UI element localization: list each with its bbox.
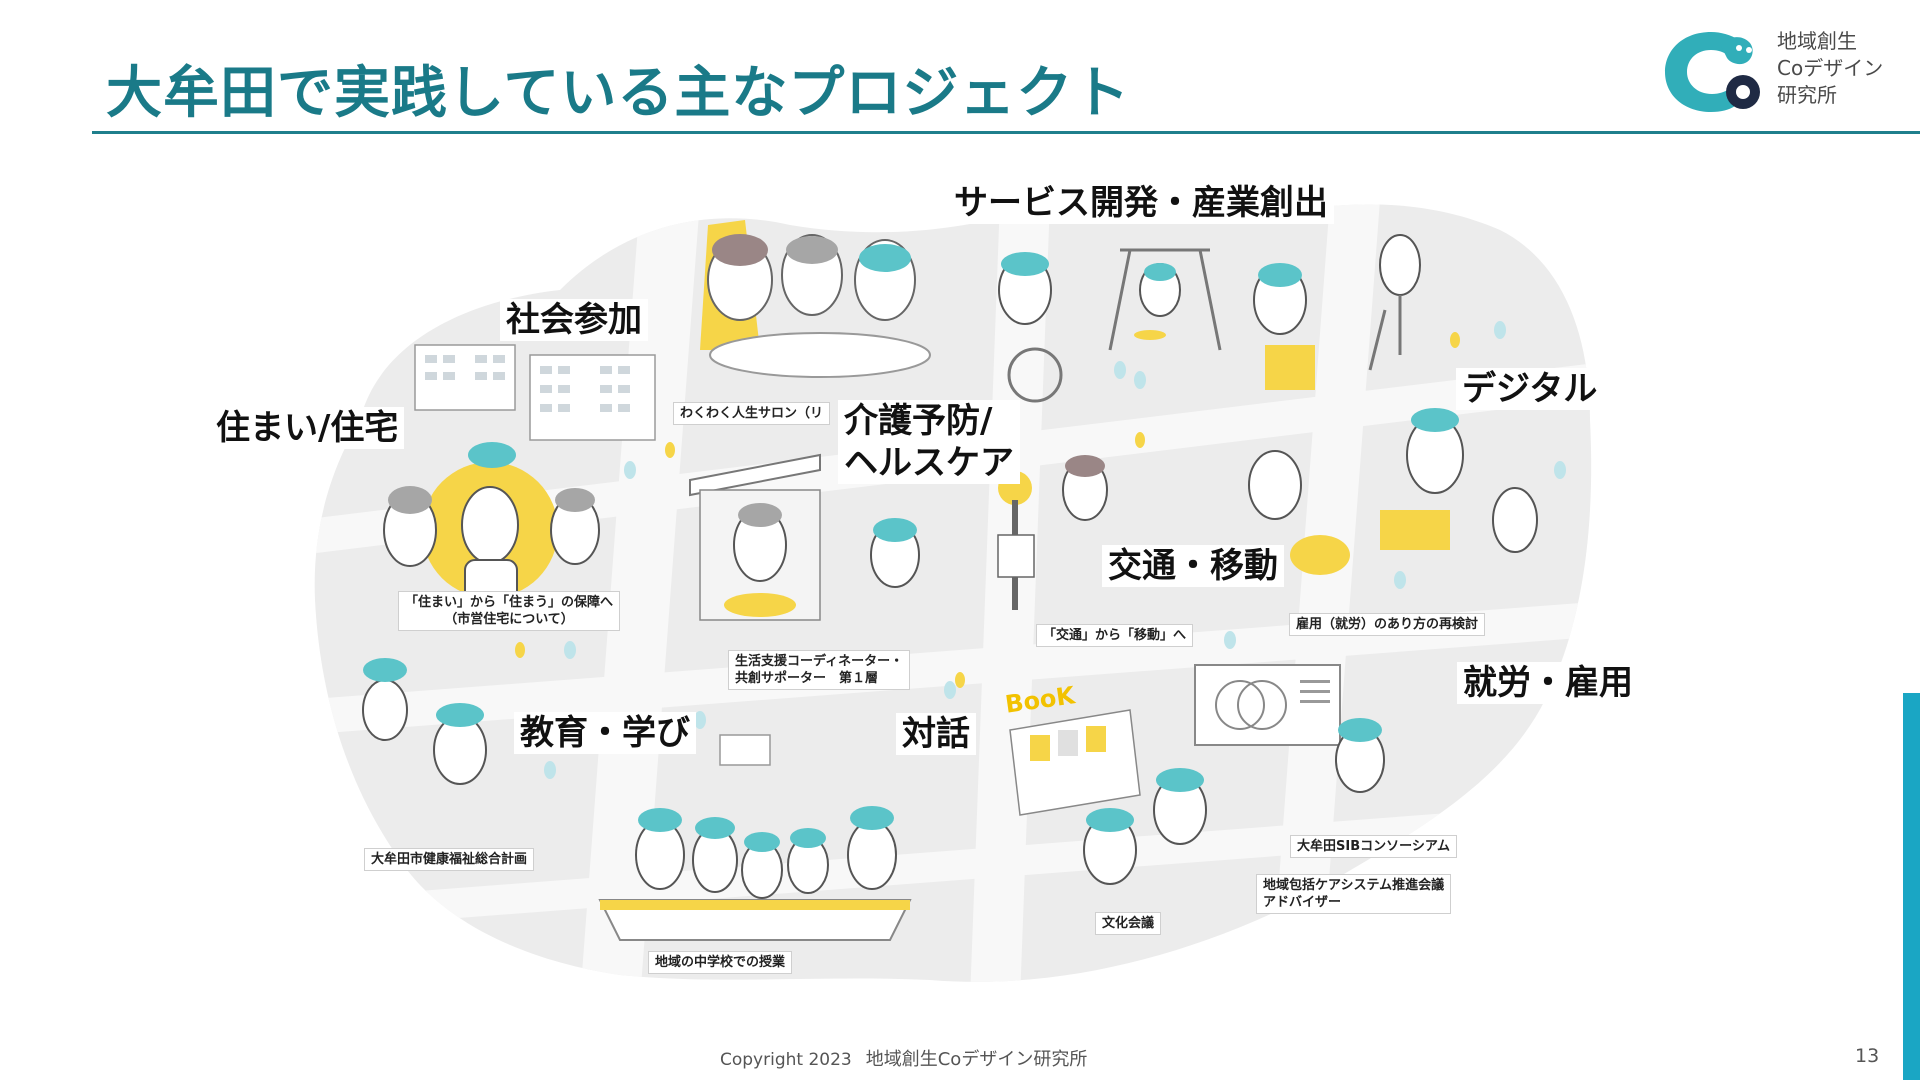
project-transport: 「交通」から「移動」へ: [1036, 624, 1194, 647]
footer-org-name: 地域創生Coデザイン研究所: [865, 1049, 1088, 1070]
logo-line-3: 研究所: [1777, 83, 1837, 107]
copyright-text: Copyright 2023: [720, 1050, 852, 1070]
project-salon: わくわく人生サロン（リ: [673, 402, 831, 425]
whiteboard-scene: [1194, 664, 1385, 793]
care-booth-scene: [689, 453, 920, 621]
category-care-healthcare: 介護予防/ ヘルスケア: [838, 400, 1020, 484]
project-coordinator-line-1: 生活支援コーディネーター・: [735, 654, 904, 669]
project-school-class: 地域の中学校での授業: [648, 951, 793, 974]
category-transport: 交通・移動: [1102, 545, 1284, 587]
salon-scene: [700, 220, 931, 378]
logo-line-1: 地域創生: [1777, 29, 1857, 53]
education-scene: [362, 658, 487, 785]
road: [314, 800, 1592, 930]
category-digital: デジタル: [1456, 368, 1604, 410]
org-logo: 地域創生 Coデザイン 研究所: [1655, 24, 1915, 120]
category-social-participation: 社会参加: [500, 299, 648, 341]
road: [580, 202, 700, 982]
dialogue-scene: [1009, 709, 1207, 885]
project-welfare-plan: 大牟田市健康福祉総合計画: [364, 848, 535, 871]
road: [1270, 202, 1380, 982]
school-scene: [598, 734, 912, 941]
page-title: 大牟田で実践している主なプロジェクト: [106, 61, 1131, 126]
category-care-line-2: ヘルスケア: [844, 443, 1014, 483]
project-community-care-line-1: 地域包括ケアシステム推進会議: [1263, 878, 1445, 893]
project-housing: 「住まい」から「住まう」の保障へ （市営住宅について）: [398, 591, 621, 631]
project-community-care-line-2: アドバイザー: [1263, 895, 1342, 910]
housing-scene: [383, 442, 600, 606]
project-housing-line-2: （市営住宅について）: [444, 612, 574, 627]
project-coordinator-line-2: 共創サポーター 第１層: [735, 671, 879, 686]
co-logo-icon: [1665, 32, 1760, 112]
project-community-care: 地域包括ケアシステム推進会議 アドバイザー: [1256, 874, 1452, 914]
category-care-line-1: 介護予防/: [844, 401, 993, 441]
category-service-development: サービス開発・産業創出: [948, 182, 1334, 224]
transport-scene: [997, 455, 1108, 610]
footer-copyright: Copyright 2023 地域創生Coデザイン研究所: [720, 1045, 1087, 1071]
project-culture-council: 文化会議: [1095, 912, 1162, 935]
project-housing-line-1: 「住まい」から「住まう」の保障へ: [405, 595, 614, 610]
project-sib-consortium: 大牟田SIBコンソーシアム: [1290, 835, 1457, 858]
page-number: 13: [1855, 1045, 1880, 1067]
category-employment: 就労・雇用: [1457, 662, 1639, 704]
project-coordinator: 生活支援コーディネーター・ 共創サポーター 第１層: [728, 650, 911, 690]
logo-line-2: Coデザイン: [1777, 56, 1884, 80]
title-divider: [92, 131, 1920, 134]
category-housing: 住まい/住宅: [210, 407, 405, 449]
employment-scene: [1248, 408, 1538, 575]
category-education: 教育・学び: [514, 712, 696, 754]
project-employment: 雇用（就労）のあり方の再検討: [1289, 613, 1486, 636]
category-dialogue: 対話: [896, 713, 976, 755]
side-accent-bar: [1903, 693, 1920, 1080]
service-scene: [998, 234, 1421, 403]
